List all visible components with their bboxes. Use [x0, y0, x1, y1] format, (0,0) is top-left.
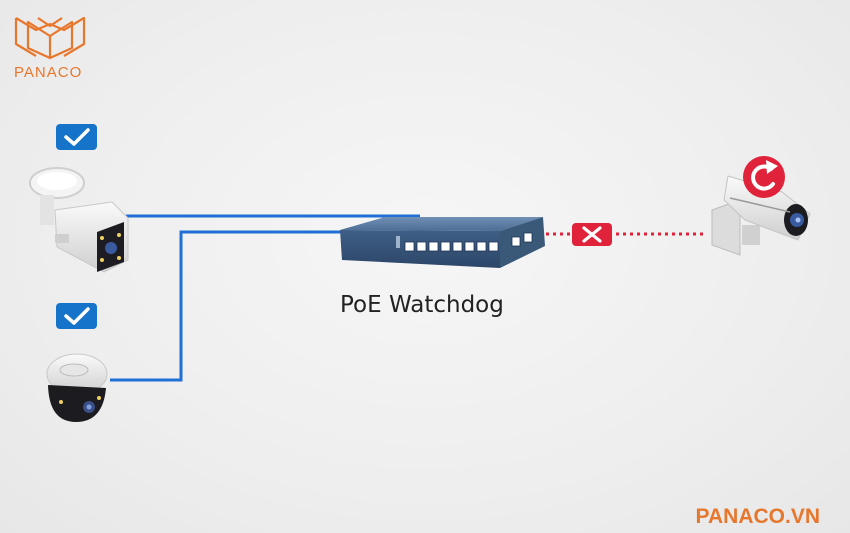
dome-camera	[46, 353, 108, 422]
cable-dome-camera	[110, 230, 360, 382]
panaco-logo-icon	[14, 16, 86, 60]
reboot-camera	[711, 175, 811, 256]
restart-icon	[743, 156, 785, 198]
ethernet-cables	[110, 214, 420, 382]
poe-switch	[340, 217, 545, 268]
bullet-camera	[29, 167, 129, 273]
cross-icon	[572, 223, 612, 246]
brand-name: PANACO	[14, 64, 83, 81]
switch-ports	[404, 232, 533, 252]
check-icon	[56, 303, 97, 329]
website-label: PANACO.VN	[695, 505, 820, 528]
switch-label: PoE Watchdog	[340, 292, 504, 318]
check-icon	[56, 124, 97, 150]
